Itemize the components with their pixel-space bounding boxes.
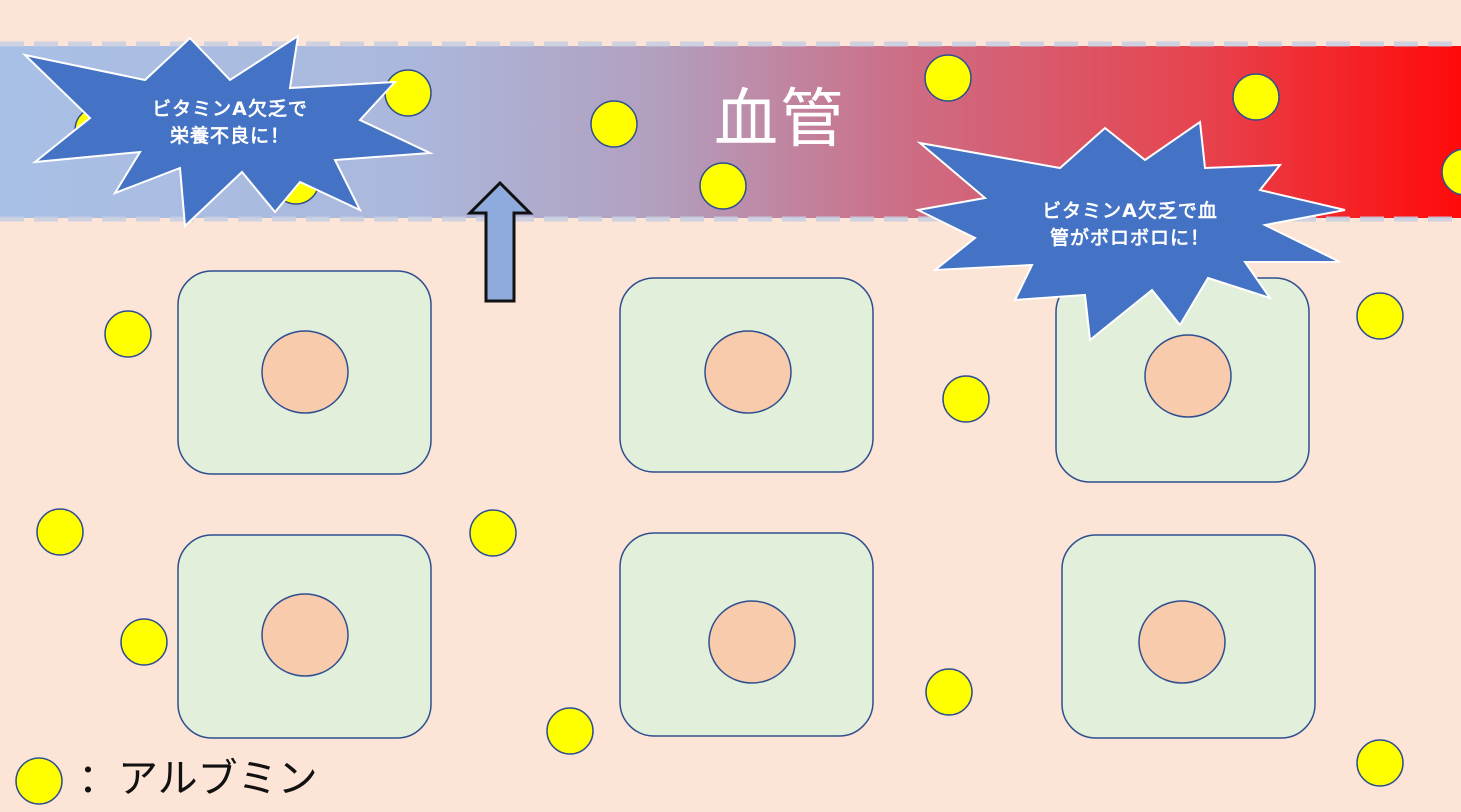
albumin-particle: [942, 375, 990, 423]
albumin-particle: [925, 668, 973, 716]
albumin-particle: [469, 509, 517, 557]
albumin-in-tissue: [36, 292, 1404, 787]
albumin-particle: [1232, 73, 1280, 121]
tissue-cell: [177, 534, 432, 739]
burst-left-line-2: 栄養不良に！: [169, 125, 290, 147]
albumin-particle: [924, 54, 972, 102]
legend-label: ：アルブミン: [78, 756, 318, 802]
albumin-particle: [1356, 292, 1404, 340]
albumin-particle: [699, 162, 747, 210]
albumin-particle: [546, 707, 594, 755]
burst-right-line-2: 管がボロボロに！: [1049, 227, 1210, 249]
burst-shape-left: [21, 33, 434, 229]
albumin-particle: [1356, 739, 1404, 787]
tissue-cell: [619, 277, 874, 473]
cell-nucleus: [1144, 334, 1232, 418]
legend-albumin-symbol: [15, 757, 63, 805]
albumin-particle: [36, 508, 84, 556]
tissue-cell: [619, 532, 874, 737]
burst-left-line-1: ビタミンA欠乏で: [152, 98, 308, 120]
cell-nucleus: [704, 330, 792, 414]
cell-nucleus: [261, 593, 349, 677]
tissue-cell: [1061, 534, 1316, 739]
tissue-cell: [177, 270, 432, 475]
albumin-particle: [384, 69, 432, 117]
tissue-cells: [177, 270, 1316, 739]
burst-shape-right: [914, 120, 1346, 342]
cell-nucleus: [1138, 600, 1226, 684]
burst-text-left: ビタミンA欠乏で 栄養不良に！: [120, 96, 340, 150]
burst-text-right: ビタミンA欠乏で血 管がボロボロに！: [1010, 198, 1250, 252]
burst-right-line-1: ビタミンA欠乏で血: [1042, 200, 1218, 222]
albumin-particle: [590, 100, 638, 148]
cell-nucleus: [708, 600, 796, 684]
vessel-label: 血管: [714, 83, 846, 157]
albumin-particle: [1441, 148, 1461, 196]
albumin-particle: [104, 310, 152, 358]
up-arrow-icon: [466, 180, 534, 303]
albumin-particle: [120, 618, 168, 666]
cell-nucleus: [261, 330, 349, 414]
